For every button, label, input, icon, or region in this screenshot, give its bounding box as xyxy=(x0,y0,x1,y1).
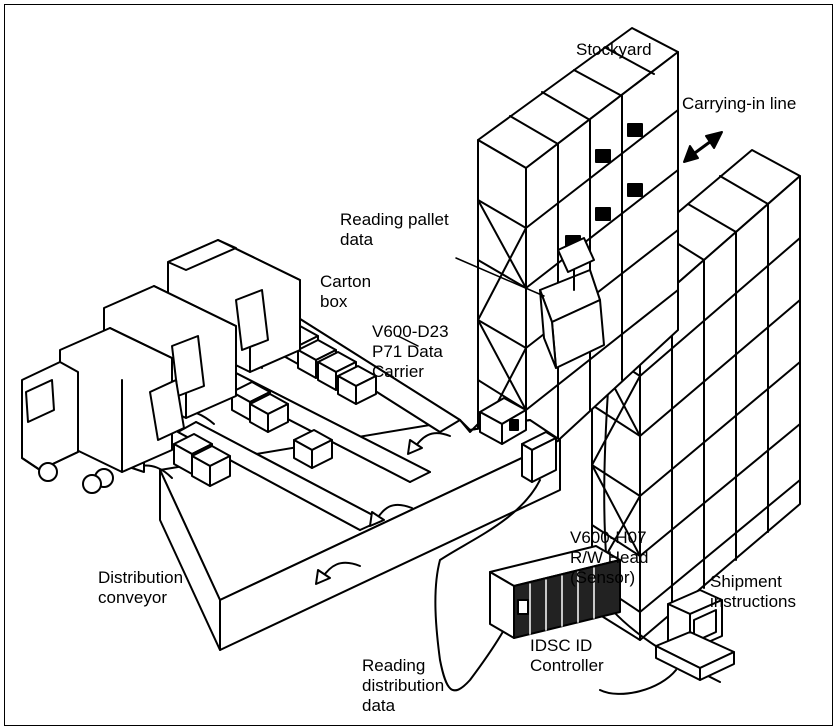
label-rw-head: V600-H07 R/W Head (Sensor) xyxy=(570,528,648,588)
label-shipment-instructions: Shipment instructions xyxy=(710,572,796,612)
label-reading-pallet-data: Reading pallet data xyxy=(340,210,449,250)
label-distribution-conveyor: Distribution conveyor xyxy=(98,568,183,608)
label-data-carrier: V600-D23 P71 Data Carrier xyxy=(372,322,449,382)
label-reading-distribution-data: Reading distribution data xyxy=(362,656,444,716)
label-id-controller: IDSC ID Controller xyxy=(530,636,604,676)
double-arrow-icon xyxy=(684,132,722,162)
label-carton-box: Carton box xyxy=(320,272,371,312)
label-carrying-in-line: Carrying-in line xyxy=(682,94,796,114)
label-stockyard: Stockyard xyxy=(576,40,652,60)
